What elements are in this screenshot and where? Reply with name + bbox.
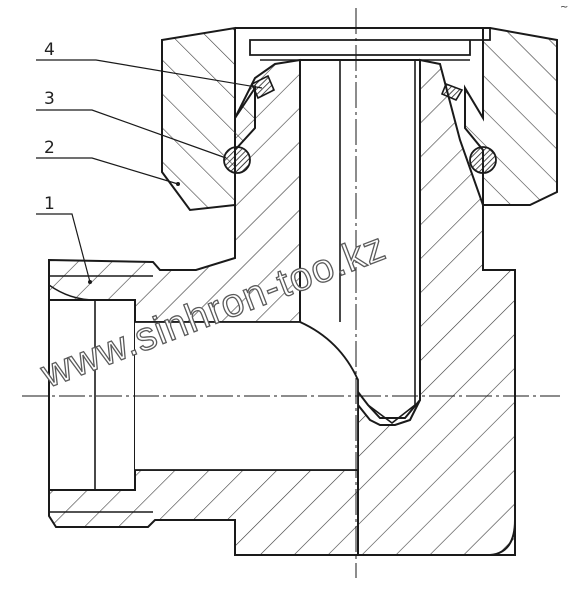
nut-right <box>464 27 558 206</box>
callout-1: 1 <box>44 194 55 214</box>
callout-4: 4 <box>44 40 55 60</box>
corner-mark: ~ <box>560 2 568 13</box>
seal-ring-part-4 <box>250 74 464 102</box>
center-lines <box>22 8 560 578</box>
port-thread <box>49 275 153 513</box>
o-ring-part-3 <box>223 146 497 174</box>
callout-2: 2 <box>44 138 55 158</box>
leader-lines <box>36 59 263 284</box>
body-right-edge <box>489 270 516 556</box>
callout-3: 3 <box>44 89 55 109</box>
